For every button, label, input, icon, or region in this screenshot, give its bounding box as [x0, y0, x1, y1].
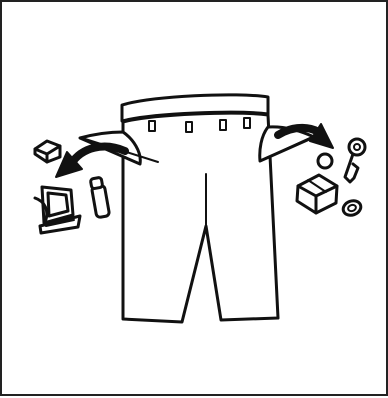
eraser-icon [35, 141, 60, 162]
coin-icon [318, 154, 332, 168]
phone-icon [35, 187, 80, 233]
key-icon [345, 139, 365, 182]
shorts-icon [80, 95, 314, 322]
arrow-left-icon [56, 147, 125, 177]
ring-icon [341, 198, 363, 217]
box-icon [297, 175, 337, 213]
lip-balm-icon [90, 177, 109, 218]
